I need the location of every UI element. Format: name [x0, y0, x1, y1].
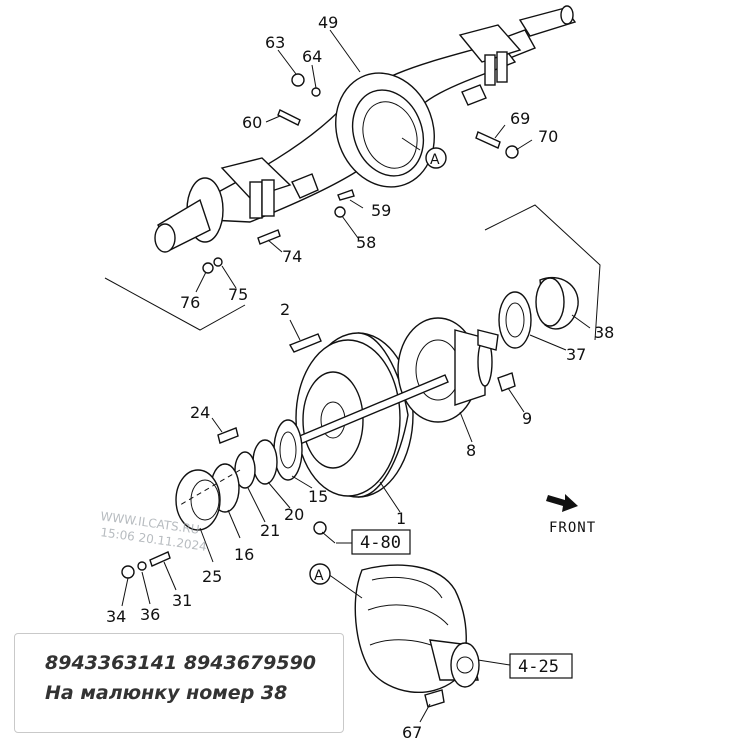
- callout-8: 8: [466, 441, 476, 460]
- svg-text:4-80: 4-80: [360, 533, 401, 553]
- nut-63: [291, 73, 305, 87]
- ref-box-4-25[interactable]: 4-25: [509, 653, 573, 679]
- callout-69: 69: [510, 109, 530, 128]
- callout-70: 70: [538, 127, 558, 146]
- svg-text:4-25: 4-25: [518, 657, 559, 677]
- callout-labels: 49 63 64 60 69 70 59 58 74 76 75 2 38 37…: [106, 13, 614, 742]
- callout-20: 20: [284, 505, 304, 524]
- washer-75: [213, 257, 223, 267]
- callout-67: 67: [402, 723, 422, 742]
- ref-box-4-80[interactable]: 4-80: [336, 529, 411, 555]
- svg-text:A: A: [430, 152, 440, 168]
- leader-lines: [121, 29, 591, 723]
- bolt-9: [497, 372, 516, 392]
- callout-59: 59: [371, 201, 391, 220]
- part-number-note: 8943363141 8943679590 На малюнку номер 3…: [14, 633, 344, 733]
- nut-70: [505, 145, 519, 159]
- callout-49: 49: [318, 13, 338, 32]
- callout-9: 9: [522, 409, 532, 428]
- callout-38: 38: [594, 323, 614, 342]
- axle-housing: [154, 5, 577, 253]
- group-outline-right: [484, 204, 601, 341]
- stud-31: [149, 551, 171, 567]
- bearing-37: [498, 291, 532, 349]
- nut-76: [202, 262, 214, 274]
- note-caption: На малюнку номер 38: [45, 682, 288, 704]
- callout-34: 34: [106, 607, 126, 626]
- callout-36: 36: [140, 605, 160, 624]
- bolt-24: [217, 427, 239, 444]
- circle-mark-diff: A: [309, 563, 331, 585]
- wheel-hub: [397, 317, 499, 423]
- bolt-69: [475, 131, 501, 149]
- bolt-60: [277, 109, 301, 126]
- bolt-67: [424, 689, 445, 708]
- plug-58: [334, 206, 346, 218]
- oil-seal-38: [535, 276, 579, 330]
- callout-1: 1: [396, 509, 406, 528]
- callout-15: 15: [308, 487, 328, 506]
- callout-37: 37: [566, 345, 586, 364]
- front-label: FRONT: [549, 520, 596, 536]
- nut-20: [252, 439, 278, 485]
- callout-25: 25: [202, 567, 222, 586]
- nut-34: [121, 565, 135, 579]
- callout-75: 75: [228, 285, 248, 304]
- callout-16: 16: [234, 545, 254, 564]
- bolt-2: [288, 333, 322, 353]
- washer-36: [137, 561, 147, 571]
- callout-74: 74: [282, 247, 302, 266]
- callout-64: 64: [302, 47, 322, 66]
- callout-60: 60: [242, 113, 262, 132]
- nut-wheel: [313, 521, 327, 535]
- differential-carrier: [354, 564, 480, 693]
- svg-text:A: A: [314, 568, 324, 584]
- callout-24: 24: [190, 403, 210, 422]
- callout-58: 58: [356, 233, 376, 252]
- front-arrow-icon: [546, 494, 578, 512]
- housing-fasteners: [202, 73, 519, 274]
- hub-cap-25: [175, 469, 221, 531]
- bolt-74: [257, 229, 281, 245]
- gasket-59: [337, 189, 355, 201]
- assembly-line: [179, 469, 241, 506]
- bearing-15: [273, 419, 303, 481]
- washer-64: [311, 87, 321, 97]
- callout-76: 76: [180, 293, 200, 312]
- circle-mark-housing: A: [425, 147, 447, 169]
- callout-63: 63: [265, 33, 285, 52]
- callout-2: 2: [280, 300, 290, 319]
- group-outline-left: [104, 277, 246, 331]
- callout-21: 21: [260, 521, 280, 540]
- callout-31: 31: [172, 591, 192, 610]
- note-part-numbers: 8943363141 8943679590: [45, 652, 317, 674]
